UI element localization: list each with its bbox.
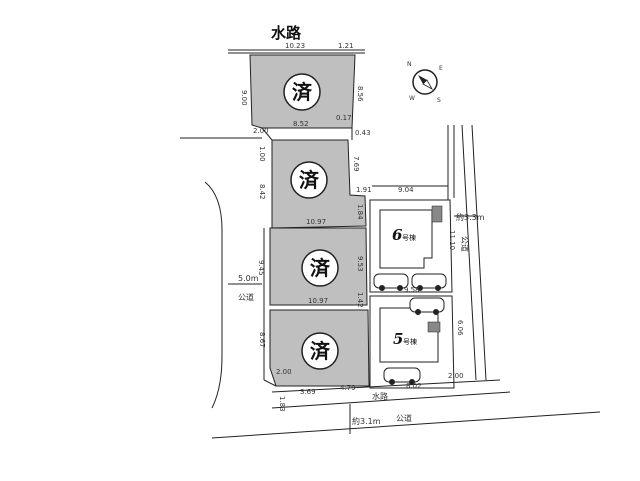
road-west-width: 5.0m [238,274,259,283]
dim-label: 9.58 [404,286,420,294]
dim-label: 9.04 [398,186,414,194]
waterway-south-label: 水路 [372,391,388,401]
svg-text:E: E [439,65,443,72]
lot-sold-1: 済 [249,54,356,129]
dim-label: 8.56 [356,86,364,102]
dim-label: 10.23 [285,42,305,50]
dim-label: 1.42 [356,292,364,308]
dim-label: 10.97 [308,297,328,305]
road-east-width: 約3.3m [456,212,485,222]
lot-5-number: 5 [393,330,403,348]
dim-label: 11.10 [448,230,456,250]
boundary-lines [180,124,487,387]
road-south-width: 約3.1m [352,416,381,426]
dim-label: 0.43 [355,129,371,137]
dim-label: 8.67 [258,332,266,348]
lot-sold-3: 済 [269,227,368,306]
lot-6-number: 6 [392,226,403,244]
dim-label: 6.06 [456,320,464,336]
lot-sold-2: 済 [271,139,367,229]
dimension-labels: 10.23 1.21 9.00 8.56 8.52 0.17 2.00 0.43… [240,42,464,412]
compass-icon: N W E S [407,61,443,104]
lot-5: 5 号棟 [369,295,455,389]
dim-label: 1.21 [338,42,354,50]
dim-label: 1.83 [278,396,286,412]
sold-mark: 済 [292,80,313,104]
dim-label: 1.00 [258,146,266,162]
sold-mark: 済 [299,168,320,192]
car-icon [373,273,409,291]
dim-label: 2.00 [276,368,292,376]
lot-6-suffix: 号棟 [402,233,416,242]
dim-label: 0.17 [336,114,352,122]
svg-text:W: W [409,95,415,102]
road-east-kind: 公道 [460,236,470,252]
dim-label: 1.84 [356,204,364,220]
sold-mark: 済 [310,256,331,280]
car-icon [409,297,445,315]
dim-label: 3.69 [300,388,316,396]
top-boundary [228,49,365,54]
dim-label: 8.02 [406,382,422,390]
waterway-label: 水路 [271,24,302,42]
road-west-kind: 公道 [238,292,254,302]
dim-label: 8.52 [293,120,309,128]
svg-text:S: S [437,97,441,104]
entrance-icon [427,321,441,333]
svg-text:N: N [407,61,412,68]
south-road: 水路 約3.1m 公道 [211,379,601,439]
dim-label: 4.79 [340,384,356,392]
dim-label: 7.69 [352,156,360,172]
lot-6: 6 号棟 [369,199,453,293]
dim-label: 9.00 [240,90,248,106]
lot-sold-4: 済 [269,309,370,387]
entrance-icon [431,205,443,223]
road-south-kind: 公道 [396,413,412,423]
dim-label: 1.91 [356,186,372,194]
sold-mark: 済 [310,339,331,363]
car-icon [383,367,421,385]
lot-5-suffix: 号棟 [403,337,417,346]
dim-label: 9.45 [257,260,265,276]
dim-label: 10.97 [306,218,326,226]
car-icon [411,273,447,291]
dim-label: 2.00 [448,372,464,380]
east-road: 約3.3m 公道 [454,212,485,252]
dim-label: 9.53 [356,256,364,272]
dim-label: 8.42 [258,184,266,200]
west-road: 5.0m 公道 [204,181,262,409]
dim-label: 2.00 [253,127,269,135]
